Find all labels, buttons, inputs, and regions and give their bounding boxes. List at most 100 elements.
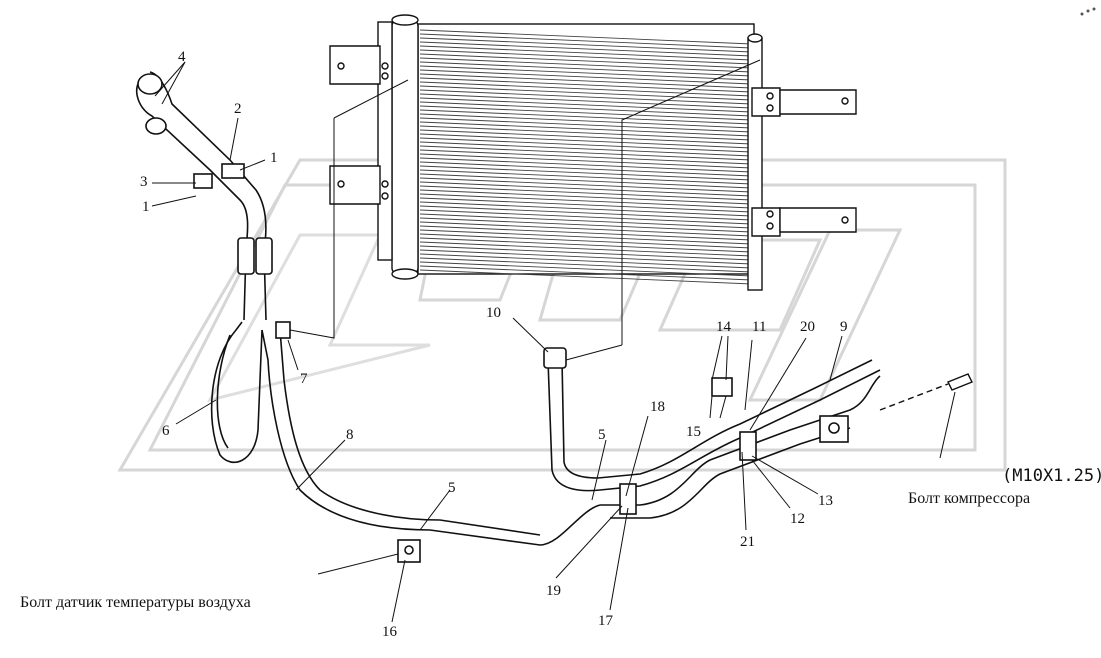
condenser-fin [419,221,753,237]
condenser-fin [419,37,753,53]
air-temp-sensor-bolt-caption: Болт датчик температуры воздуха [20,594,251,611]
condenser-fin [419,41,753,57]
condenser-fin [419,181,753,197]
condenser-fin [419,77,753,93]
condenser-fin [419,81,753,97]
condenser-fin [419,141,753,157]
condenser-fin [419,53,753,69]
condenser-fin [419,217,753,233]
condenser-fin [419,29,753,45]
callout-2: 2 [234,101,242,117]
condenser-fin [419,209,753,225]
callout-15: 15 [686,424,701,440]
callout-14: 14 [716,319,731,335]
condenser-fin [419,133,753,149]
condenser-fin [419,249,753,265]
condenser-fin [419,89,753,105]
condenser-fin [419,101,753,117]
condenser-fin [419,169,753,185]
callout-7: 7 [300,371,308,387]
compressor-bolt [879,373,973,411]
callout-4: 4 [178,49,186,65]
condenser-fin [419,117,753,133]
condenser-fin [419,65,753,81]
condenser-fin [419,265,753,281]
right-bracket-lower [751,207,857,237]
condenser-fin [419,185,753,201]
callout-5-left: 5 [448,480,456,496]
condenser-fin [419,45,753,61]
condenser-fin [419,233,753,249]
condenser-fin [419,269,753,285]
right-hose-assembly [543,347,881,519]
condenser-fin [419,137,753,153]
condenser-fin [419,73,753,89]
callout-18: 18 [650,399,665,415]
callout-21: 21 [740,534,755,550]
condenser-fin [419,149,753,165]
callout-12: 12 [790,511,805,527]
callout-19: 19 [546,583,561,599]
callout-8: 8 [346,427,354,443]
corner-mark [1080,7,1096,16]
condenser-fin [419,97,753,113]
callout-10: 10 [486,305,501,321]
condenser-fin [419,93,753,109]
condenser-fin [419,201,753,217]
condenser-fin [419,253,753,269]
condenser-fins [419,29,753,285]
callout-3: 3 [140,174,148,190]
callout-11: 11 [752,319,767,335]
condenser-fin [419,241,753,257]
callout-5-right: 5 [598,427,606,443]
callout-13: 13 [818,493,833,509]
condenser-fin [419,113,753,129]
condenser-fin [419,213,753,229]
condenser-fin [419,85,753,101]
condenser-fin [419,157,753,173]
condenser-fin [419,125,753,141]
condenser-fin [419,69,753,85]
leader-lines [151,59,956,623]
condenser-fin [419,165,753,181]
condenser-fin [419,177,753,193]
callout-9: 9 [840,319,848,335]
condenser-fin [419,225,753,241]
condenser-fin [419,33,753,49]
condenser-fin [419,161,753,177]
condenser-fin [419,109,753,125]
condenser-fin [419,57,753,73]
callout-20: 20 [800,319,815,335]
compressor-bolt-caption: Болт компрессора [908,490,1031,507]
callout-6: 6 [162,423,170,439]
condenser-fin [419,257,753,273]
condenser-fin [419,173,753,189]
condenser-fin [419,121,753,137]
condenser-fin [419,245,753,261]
condenser-fin [419,261,753,277]
left-bracket-lower [329,165,389,205]
left-header-tank [377,14,419,280]
condenser-fin [419,61,753,77]
condenser-fin [419,105,753,121]
condenser-fin [419,197,753,213]
condenser-fin [419,229,753,245]
condenser-fin [419,145,753,161]
right-header-tank [747,33,763,291]
callout-1-lower: 1 [142,199,150,215]
right-bracket-upper [751,87,857,117]
thread-spec-label: (M10X1.25) [1002,466,1101,486]
condenser-fin [419,49,753,65]
left-bracket-upper [329,45,389,85]
condenser-fin [419,237,753,253]
callout-1-upper: 1 [270,150,278,166]
condenser-fin [419,205,753,221]
callout-16: 16 [382,624,397,640]
callout-17: 17 [598,613,613,629]
condenser-fin [419,189,753,205]
condenser-fin [419,129,753,145]
condenser-fin [419,153,753,169]
condenser-fin [419,193,753,209]
